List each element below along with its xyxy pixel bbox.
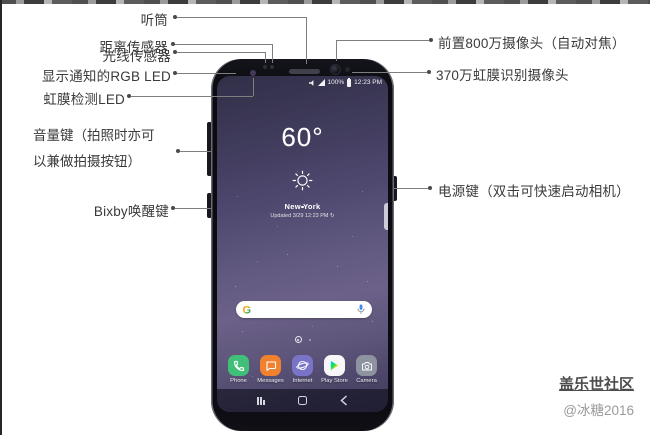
page-indicator[interactable] xyxy=(217,336,388,343)
refresh-icon[interactable]: ↻ xyxy=(330,213,335,219)
callout-line-earpiece xyxy=(306,17,307,64)
signal-icon xyxy=(317,79,325,87)
iris-camera-lens xyxy=(345,67,350,72)
callout-dot xyxy=(428,186,432,190)
callout-dot xyxy=(171,206,175,210)
label-power-key: 电源键（双击可快速启动相机） xyxy=(438,184,630,199)
callout-line-iris-led xyxy=(131,96,253,97)
front-camera-lens xyxy=(330,64,341,75)
watermark: 盖乐世社区 @冰糖2016 xyxy=(559,373,634,419)
callout-line-power xyxy=(394,188,428,189)
sun-icon xyxy=(217,170,388,196)
callout-line-proximity xyxy=(175,44,272,45)
label-volume-key: 音量键（拍照时亦可 以兼做拍摄按钮） xyxy=(33,128,155,169)
volte-icon xyxy=(308,79,313,86)
weather-updated: Updated 3/29 12:23 PM ↻ xyxy=(270,213,335,219)
callout-dot xyxy=(173,50,177,54)
label-proximity-sensor: 距离传感器 xyxy=(99,40,168,55)
messages-app-icon[interactable] xyxy=(260,355,281,376)
callout-line-front-camera xyxy=(336,40,429,41)
label-iris-led: 虹膜检测LED xyxy=(43,92,125,107)
battery-icon xyxy=(347,77,352,87)
callout-line-bixby xyxy=(175,208,211,209)
app-messages[interactable]: Messages xyxy=(257,355,284,384)
back-icon[interactable] xyxy=(340,395,348,406)
weather-temperature[interactable]: 60° xyxy=(281,122,324,152)
app-label: Camera xyxy=(356,378,377,384)
callout-line-light-sensor xyxy=(265,52,266,63)
label-iris-camera: 370万虹膜识别摄像头 xyxy=(436,68,569,83)
callout-line-proximity xyxy=(272,44,273,63)
recents-icon[interactable] xyxy=(257,396,265,405)
phone-body: 100% 12:23 PM 60° New York Updated 3/29 … xyxy=(211,59,394,431)
wallpaper-sparkles xyxy=(217,76,218,77)
edge-panel-handle[interactable] xyxy=(384,203,388,230)
proximity-sensor xyxy=(263,65,267,69)
callout-dot xyxy=(127,94,131,98)
callout-line-iris-camera xyxy=(352,72,427,73)
app-play-store[interactable]: Play Store xyxy=(321,355,348,384)
label-front-camera: 前置800万摄像头（自动对焦） xyxy=(438,36,626,51)
google-logo-icon: G xyxy=(243,305,252,316)
callout-dot xyxy=(176,149,180,153)
camera-app-icon[interactable] xyxy=(356,355,377,376)
app-label: Phone xyxy=(230,378,247,384)
callout-dot xyxy=(429,38,433,42)
label-earpiece: 听筒 xyxy=(140,13,168,28)
app-camera[interactable]: Camera xyxy=(355,355,379,384)
callout-dot xyxy=(427,70,431,74)
page-indicator-current xyxy=(294,336,302,343)
volume-button[interactable] xyxy=(207,122,212,176)
callout-dot xyxy=(173,71,177,75)
weather-divider-dot xyxy=(217,195,388,213)
navigation-bar xyxy=(217,389,388,412)
app-internet[interactable]: Internet xyxy=(291,355,315,384)
label-rgb-led: 显示通知的RGB LED xyxy=(41,69,171,84)
app-label: Internet xyxy=(292,378,313,384)
status-time: 12:23 PM xyxy=(354,79,382,87)
callout-line-light-sensor xyxy=(177,52,265,53)
app-label: Messages xyxy=(257,378,284,384)
iris-detection-led xyxy=(250,70,256,76)
app-label: Play Store xyxy=(321,378,348,384)
svg-text:G: G xyxy=(243,305,252,316)
app-phone[interactable]: Phone xyxy=(227,355,251,384)
label-bixby-key: Bixby唤醒键 xyxy=(93,204,169,219)
callout-line-rgb-led xyxy=(177,73,236,74)
phone-screen: 100% 12:23 PM 60° New York Updated 3/29 … xyxy=(217,76,388,412)
community-name: 盖乐世社区 xyxy=(558,376,634,393)
status-bar: 100% 12:23 PM xyxy=(308,77,382,87)
light-sensor xyxy=(270,65,274,69)
home-icon[interactable] xyxy=(297,396,307,405)
battery-percent: 100% xyxy=(327,79,345,87)
phone-app-icon[interactable] xyxy=(228,355,249,376)
weather-city[interactable]: New York xyxy=(284,202,321,211)
callout-dot xyxy=(173,15,177,19)
google-search-bar[interactable]: G xyxy=(236,301,372,318)
callout-line-iris-led xyxy=(253,78,254,96)
internet-app-icon[interactable] xyxy=(292,355,313,376)
callout-line-front-camera xyxy=(336,40,337,61)
cropped-text-artifact xyxy=(0,0,650,4)
author-handle: @冰糖2016 xyxy=(563,403,634,418)
earpiece-speaker xyxy=(289,69,320,74)
page-indicator-dot xyxy=(308,338,311,341)
bixby-button[interactable] xyxy=(207,193,212,218)
callout-dot xyxy=(171,42,175,46)
callout-line-earpiece xyxy=(177,17,306,18)
play-store-app-icon[interactable] xyxy=(324,355,345,376)
callout-line-volume xyxy=(180,151,211,152)
mic-icon[interactable] xyxy=(357,304,365,315)
app-dock: Phone Messages Internet xyxy=(217,355,388,384)
label-light-sensor: 光线传感器 xyxy=(102,49,171,64)
page-edge-artifact xyxy=(0,0,2,435)
